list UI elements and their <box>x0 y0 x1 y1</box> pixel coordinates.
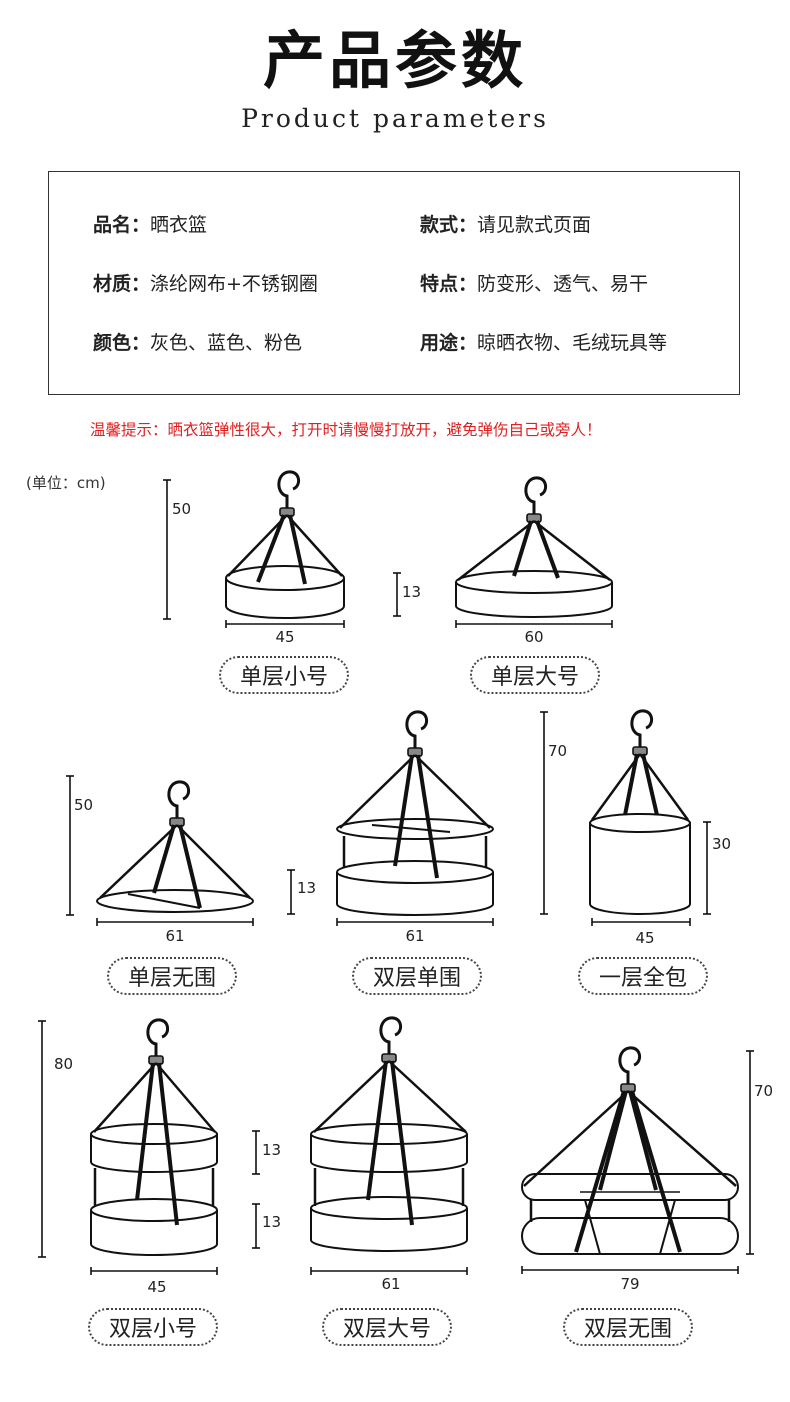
param-color: 颜色：灰色、蓝色、粉色 <box>93 332 303 354</box>
parameter-table: 品名：晒衣篮 款式：请见款式页面 材质：涤纶网布+不锈钢圈 特点：防变形、透气、… <box>48 171 740 395</box>
model-label: 双层小号 <box>88 1308 218 1346</box>
hook-icon <box>618 1046 642 1088</box>
dim-ring: 30 <box>712 835 731 853</box>
dim-height: 50 <box>74 796 93 814</box>
unit-label: (单位：cm) <box>26 474 106 492</box>
hook-icon <box>405 710 429 752</box>
model-label: 双层单围 <box>352 957 482 995</box>
param-style: 款式：请见款式页面 <box>420 214 592 236</box>
hook-icon <box>167 780 191 822</box>
basket-double-single-wall <box>336 710 494 916</box>
dim-height: 70 <box>548 742 567 760</box>
dim-width: 79 <box>620 1275 639 1293</box>
hook-icon <box>524 476 548 518</box>
basket-double-small <box>90 1018 218 1256</box>
hook-icon <box>277 470 301 512</box>
model-label: 一层全包 <box>578 957 708 995</box>
basket-single-flat <box>96 780 254 913</box>
param-name: 品名：晒衣篮 <box>93 214 208 236</box>
warning-text: 温馨提示：晒衣篮弹性很大，打开时请慢慢打放开，避免弹伤自己或旁人！ <box>90 421 602 439</box>
basket-single-small <box>225 470 345 619</box>
model-label: 双层大号 <box>322 1308 452 1346</box>
dim-ring-lower: 13 <box>262 1213 281 1231</box>
basket-double-oval <box>521 1046 739 1255</box>
dim-width: 61 <box>165 927 184 945</box>
param-material: 材质：涤纶网布+不锈钢圈 <box>93 273 318 295</box>
dim-ring: 13 <box>262 1141 281 1159</box>
hook-icon <box>630 709 654 751</box>
dim-width: 45 <box>275 628 294 646</box>
page-subtitle: Product parameters <box>241 104 549 133</box>
dim-width: 60 <box>524 628 543 646</box>
param-feature: 特点：防变形、透气、易干 <box>420 273 649 295</box>
model-label: 单层无围 <box>107 957 237 995</box>
model-label: 双层无围 <box>563 1308 693 1346</box>
hook-icon <box>379 1016 403 1058</box>
model-label: 单层大号 <box>470 656 600 694</box>
basket-full-enclosed <box>589 709 691 915</box>
param-usage: 用途：晾晒衣物、毛绒玩具等 <box>420 332 668 354</box>
dim-height: 70 <box>754 1082 773 1100</box>
basket-single-large <box>455 476 613 618</box>
dim-width: 45 <box>147 1278 166 1296</box>
page-title: 产品参数 <box>262 24 527 97</box>
dim-height: 50 <box>172 500 191 518</box>
hook-icon <box>146 1018 170 1060</box>
model-label: 单层小号 <box>219 656 349 694</box>
dim-ring: 13 <box>402 583 421 601</box>
dim-width: 45 <box>635 929 654 947</box>
dim-height: 80 <box>54 1055 73 1073</box>
dim-width: 61 <box>381 1275 400 1293</box>
dim-ring: 13 <box>297 879 316 897</box>
dim-width: 61 <box>405 927 424 945</box>
basket-double-large <box>310 1016 468 1252</box>
